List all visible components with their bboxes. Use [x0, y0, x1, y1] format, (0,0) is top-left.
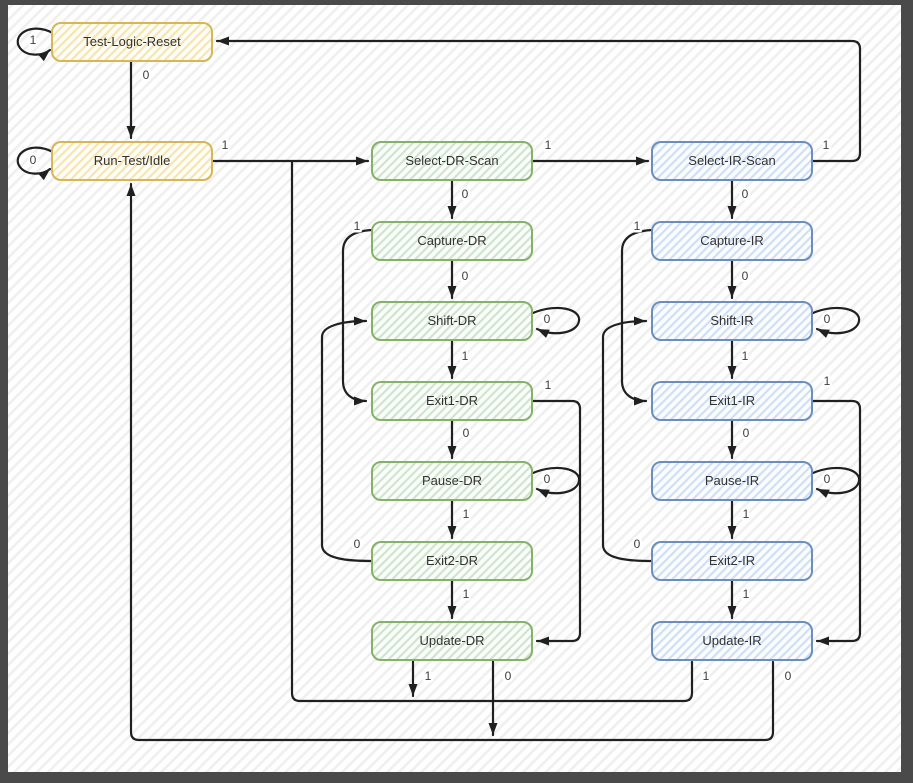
- edge-label: 0: [742, 187, 749, 201]
- edge-pausedr-self[interactable]: [531, 466, 581, 498]
- state-test-logic-reset[interactable]: Test-Logic-Reset: [51, 22, 213, 62]
- edge-label: 1: [634, 219, 641, 233]
- state-exit2-ir[interactable]: Exit2-IR: [651, 541, 813, 581]
- edge-shiftdr-self[interactable]: [531, 306, 581, 338]
- state-label: Exit2-DR: [426, 553, 478, 568]
- edge-label: 0: [544, 312, 551, 326]
- edge-updateir-to-rti[interactable]: [126, 182, 775, 742]
- state-select-dr-scan[interactable]: Select-DR-Scan: [371, 141, 533, 181]
- state-exit1-dr[interactable]: Exit1-DR: [371, 381, 533, 421]
- edge-label: 0: [462, 187, 469, 201]
- edge-label: 1: [222, 138, 229, 152]
- state-update-ir[interactable]: Update-IR: [651, 621, 813, 661]
- state-label: Pause-DR: [422, 473, 482, 488]
- state-label: Pause-IR: [705, 473, 759, 488]
- state-capture-ir[interactable]: Capture-IR: [651, 221, 813, 261]
- edge-label: 1: [823, 138, 830, 152]
- state-label: Shift-DR: [427, 313, 476, 328]
- edge-capir-to-exit1ir[interactable]: [620, 228, 654, 406]
- edge-rti-self[interactable]: [16, 146, 55, 181]
- state-pause-dr[interactable]: Pause-DR: [371, 461, 533, 501]
- edge-shiftir-self[interactable]: [811, 306, 861, 338]
- state-pause-ir[interactable]: Pause-IR: [651, 461, 813, 501]
- edge-label: 1: [824, 374, 831, 388]
- edge-label: 1: [703, 669, 710, 683]
- edge-exit1ir-to-updateir[interactable]: [810, 399, 862, 646]
- state-label: Capture-DR: [417, 233, 486, 248]
- edge-label: 0: [143, 68, 150, 82]
- edge-label: 0: [30, 153, 37, 167]
- state-label: Exit1-IR: [709, 393, 755, 408]
- state-label: Test-Logic-Reset: [83, 34, 181, 49]
- edge-label: 0: [824, 472, 831, 486]
- edge-label: 0: [743, 426, 750, 440]
- state-run-test-idle[interactable]: Run-Test/Idle: [51, 141, 213, 181]
- edge-label: 1: [463, 587, 470, 601]
- state-capture-dr[interactable]: Capture-DR: [371, 221, 533, 261]
- state-label: Exit2-IR: [709, 553, 755, 568]
- edge-label: 1: [743, 587, 750, 601]
- edge-label: 1: [545, 138, 552, 152]
- edge-label: 1: [742, 349, 749, 363]
- state-label: Run-Test/Idle: [94, 153, 171, 168]
- edge-capdr-to-exit1dr[interactable]: [341, 228, 374, 406]
- edge-label: 0: [505, 669, 512, 683]
- edges: [16, 27, 862, 742]
- state-label: Update-IR: [702, 633, 761, 648]
- state-label: Exit1-DR: [426, 393, 478, 408]
- edge-label: 0: [463, 426, 470, 440]
- state-select-ir-scan[interactable]: Select-IR-Scan: [651, 141, 813, 181]
- edge-label: 0: [824, 312, 831, 326]
- edge-tlr-self[interactable]: [16, 27, 55, 62]
- edge-label: 0: [742, 269, 749, 283]
- edge-exit2ir-to-shiftir[interactable]: [601, 316, 654, 563]
- state-exit1-ir[interactable]: Exit1-IR: [651, 381, 813, 421]
- edge-label: 0: [634, 537, 641, 551]
- edge-label: 0: [354, 537, 361, 551]
- edge-label: 1: [425, 669, 432, 683]
- state-exit2-dr[interactable]: Exit2-DR: [371, 541, 533, 581]
- edge-label: 1: [462, 349, 469, 363]
- state-label: Select-IR-Scan: [688, 153, 775, 168]
- state-label: Shift-IR: [710, 313, 753, 328]
- state-shift-ir[interactable]: Shift-IR: [651, 301, 813, 341]
- edge-label: 0: [462, 269, 469, 283]
- edge-label: 0: [785, 669, 792, 683]
- state-label: Update-DR: [419, 633, 484, 648]
- edge-label: 1: [30, 33, 37, 47]
- edge-exit2dr-to-shiftdr[interactable]: [320, 316, 374, 563]
- edge-pauseir-self[interactable]: [811, 466, 861, 498]
- edge-selir-to-tlr[interactable]: [215, 36, 862, 163]
- edge-exit1dr-to-updatedr[interactable]: [530, 399, 582, 646]
- edge-label: 1: [463, 507, 470, 521]
- state-shift-dr[interactable]: Shift-DR: [371, 301, 533, 341]
- edge-label: 0: [544, 472, 551, 486]
- edge-label: 1: [354, 219, 361, 233]
- state-label: Select-DR-Scan: [405, 153, 498, 168]
- state-update-dr[interactable]: Update-DR: [371, 621, 533, 661]
- edge-label: 1: [743, 507, 750, 521]
- edge-updateir-to-seldr[interactable]: [290, 160, 694, 703]
- state-label: Capture-IR: [700, 233, 764, 248]
- states: Test-Logic-Reset Run-Test/Idle Select-DR…: [51, 22, 813, 661]
- edge-labels: 1 0 0 1 1 1 0 0 1 0 1 0 1 0 1 0 1 1 0 0 …: [27, 31, 833, 686]
- edge-label: 1: [545, 378, 552, 392]
